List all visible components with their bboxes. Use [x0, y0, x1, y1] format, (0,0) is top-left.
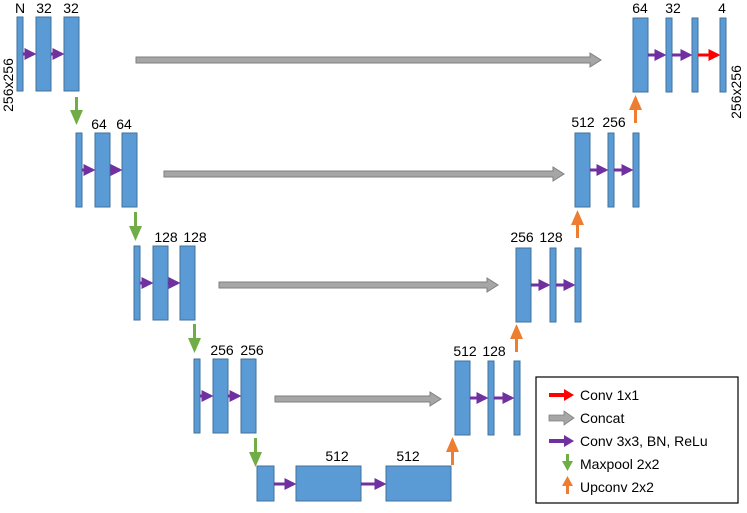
maxpool-arrow — [70, 97, 83, 125]
decoder-level-2: 512 256 — [571, 114, 640, 208]
legend-label-conv3x3: Conv 3x3, BN, ReLu — [580, 433, 708, 449]
legend-label-maxpool: Maxpool 2x2 — [580, 456, 660, 472]
dec1-conv-block-b — [691, 17, 699, 93]
maxpool-arrow — [129, 212, 142, 241]
dec3-conv-block-b — [574, 247, 582, 323]
output-size-label: 256x256 — [728, 65, 744, 119]
decoder-level-3: 256 128 — [510, 229, 582, 323]
gray-right-arrow-icon — [548, 410, 575, 426]
dec3-conv-block-a — [549, 247, 557, 323]
input-size-label: 256x256 — [0, 58, 16, 112]
dec2-conv-block-b — [632, 132, 640, 208]
concat-arrow-level-3 — [218, 277, 499, 293]
output-block — [719, 17, 727, 93]
encoder-level-2: 64 64 — [75, 116, 138, 208]
dec3-concat-block — [515, 247, 532, 323]
red-right-arrow-icon — [549, 389, 574, 401]
upconv-arrow — [571, 210, 584, 238]
dec4-concat-block — [454, 360, 471, 436]
legend-item-concat: Concat — [548, 410, 624, 426]
enc1-label-b: 32 — [63, 0, 79, 16]
enc2-input-block — [75, 132, 83, 208]
maxpool-arrow — [249, 438, 262, 467]
bottleneck-conv-block-b — [385, 465, 452, 502]
upconv-arrow — [629, 95, 642, 123]
upconv-arrow — [446, 437, 459, 465]
legend-item-conv1x1: Conv 1x1 — [549, 387, 639, 403]
legend-item-conv3x3: Conv 3x3, BN, ReLu — [549, 433, 708, 449]
bottleneck-conv-block-a — [295, 465, 362, 502]
bottleneck-input-block — [256, 465, 275, 502]
dec2-concat-block — [574, 132, 591, 208]
dec2-label-b: 256 — [602, 114, 626, 130]
enc2-conv-block-a — [94, 132, 111, 208]
encoder-level-3: 128 128 — [133, 229, 207, 321]
enc4-conv-block-a — [212, 358, 229, 434]
dec3-label-b: 128 — [539, 229, 563, 245]
legend: Conv 1x1 Concat Conv 3x3, BN, ReLu Maxpo… — [535, 376, 739, 504]
concat-arrow-level-2 — [163, 166, 565, 182]
enc4-input-block — [193, 358, 201, 434]
bottleneck-label-b: 512 — [396, 448, 420, 464]
concat-arrow-level-4 — [274, 391, 442, 407]
enc3-conv-block-b — [179, 245, 196, 321]
decoder-level-4: 512 128 — [453, 343, 521, 436]
enc1-conv-block-a — [35, 16, 52, 92]
enc2-label-b: 64 — [116, 116, 132, 132]
enc3-label-a: 128 — [154, 229, 178, 245]
enc2-label-a: 64 — [91, 116, 107, 132]
bottleneck-label-a: 512 — [325, 448, 349, 464]
dec1-concat-block — [632, 17, 649, 93]
encoder-level-1: N 32 32 256x256 — [0, 0, 80, 112]
legend-item-maxpool: Maxpool 2x2 — [562, 454, 660, 472]
dec3-label-a: 256 — [510, 229, 534, 245]
enc4-conv-block-b — [240, 358, 257, 434]
enc3-input-block — [133, 245, 141, 321]
concat-arrow-level-1 — [135, 52, 602, 68]
dec1-label-b: 32 — [665, 0, 681, 16]
orange-up-arrow-icon — [562, 476, 573, 494]
legend-label-conv1x1: Conv 1x1 — [580, 387, 639, 403]
dec4-label-a: 512 — [453, 343, 477, 359]
decoder-level-1: 64 32 4 256x256 — [632, 0, 744, 119]
dec4-conv-block-a — [487, 360, 495, 436]
input-channels-label: N — [15, 0, 25, 16]
enc4-label-b: 256 — [240, 342, 264, 358]
dec2-label-a: 512 — [571, 114, 595, 130]
encoder-level-4: 256 256 — [193, 342, 264, 434]
enc3-label-b: 128 — [183, 229, 207, 245]
upconv-arrow — [510, 324, 523, 352]
purple-right-arrow-icon — [549, 435, 574, 447]
dec4-conv-block-b — [513, 360, 521, 436]
bottleneck: 512 512 — [256, 448, 452, 502]
enc1-conv-block-b — [63, 16, 80, 92]
dec2-conv-block-a — [607, 132, 615, 208]
dec4-label-b: 128 — [482, 343, 506, 359]
enc4-label-a: 256 — [210, 342, 234, 358]
enc2-conv-block-b — [121, 132, 138, 208]
maxpool-arrow — [188, 324, 201, 353]
output-channels-label: 4 — [718, 0, 726, 16]
legend-item-upconv: Upconv 2x2 — [562, 476, 654, 495]
legend-label-concat: Concat — [580, 410, 624, 426]
legend-label-upconv: Upconv 2x2 — [580, 479, 654, 495]
green-down-arrow-icon — [562, 454, 573, 471]
enc3-conv-block-a — [152, 245, 169, 321]
enc1-label-a: 32 — [36, 0, 52, 16]
dec1-label-a: 64 — [632, 0, 648, 16]
dec1-conv-block-a — [665, 17, 673, 93]
input-block — [16, 16, 24, 92]
